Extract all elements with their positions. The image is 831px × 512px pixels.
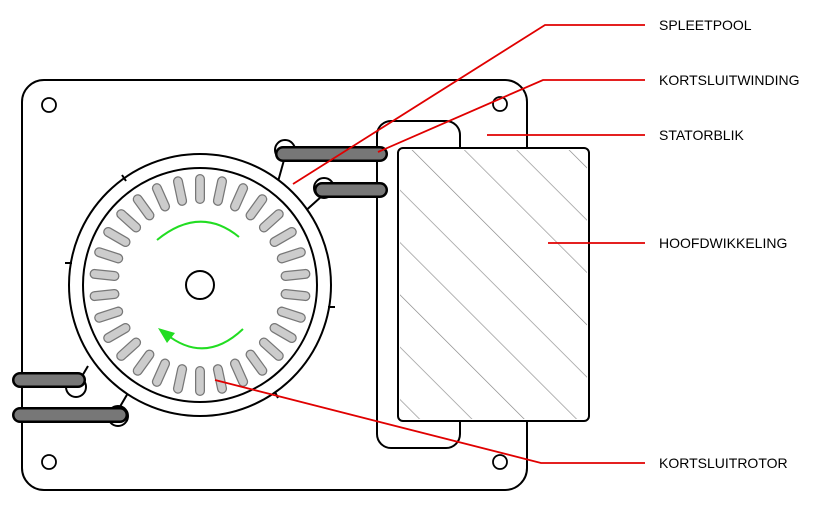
rotor-slot: [174, 177, 186, 205]
rotor-slot: [260, 338, 283, 360]
rotor-slot: [95, 307, 122, 322]
label-kortsluitwinding: KORTSLUITWINDING: [659, 72, 800, 88]
rotor-slot: [95, 248, 122, 263]
rotor-slot: [104, 324, 130, 342]
rotor-slot: [90, 290, 119, 300]
rotor-slot: [231, 359, 247, 386]
rotor-slots: [89, 174, 311, 396]
rotor-slot: [214, 365, 226, 393]
rotor-slot: [281, 290, 310, 300]
label-kortsluitrotor: KORTSLUITROTOR: [659, 455, 788, 471]
rotor-slot: [278, 307, 305, 322]
rotor-slot: [214, 177, 226, 205]
label-spleetpool: SPLEETPOOL: [659, 17, 752, 33]
label-statorblik: STATORBLIK: [659, 127, 744, 143]
rotor-slot: [133, 195, 154, 220]
rotor-slot: [117, 338, 140, 360]
rotor-slot: [270, 228, 296, 246]
label-hoofdwikkeling: HOOFDWIKKELING: [659, 235, 788, 251]
rotor-slot: [270, 324, 296, 342]
rotor-slot: [246, 195, 267, 220]
rotor-slot: [260, 210, 283, 232]
rotor-slot: [153, 184, 169, 211]
rotation-arrow-head: [158, 328, 175, 343]
mounting-hole: [492, 454, 508, 470]
rotor-slot: [133, 350, 154, 375]
rotor-slot: [117, 210, 140, 232]
leader-kortsluitwinding: [377, 79, 645, 153]
rotation-arc-top: [156, 220, 240, 241]
shading-coils: [12, 139, 388, 427]
rotor-slot: [231, 184, 247, 211]
rotor-slot: [174, 365, 186, 393]
leader-lines: [214, 24, 645, 464]
leader-spleetpool: [292, 24, 645, 185]
rotor-slot: [281, 270, 310, 280]
rotor-slot: [153, 359, 169, 386]
mounting-hole: [41, 454, 57, 470]
leader-kortsluitrotor: [214, 379, 645, 464]
mounting-hole: [41, 97, 57, 113]
winding-hatch: [400, 150, 587, 419]
rotor-shaft: [185, 270, 215, 300]
rotor-slot: [278, 248, 305, 263]
rotation-arc-bottom: [165, 328, 244, 350]
rotor-slot: [104, 228, 130, 246]
rotor-slot: [246, 350, 267, 375]
rotor-slot: [90, 270, 119, 280]
